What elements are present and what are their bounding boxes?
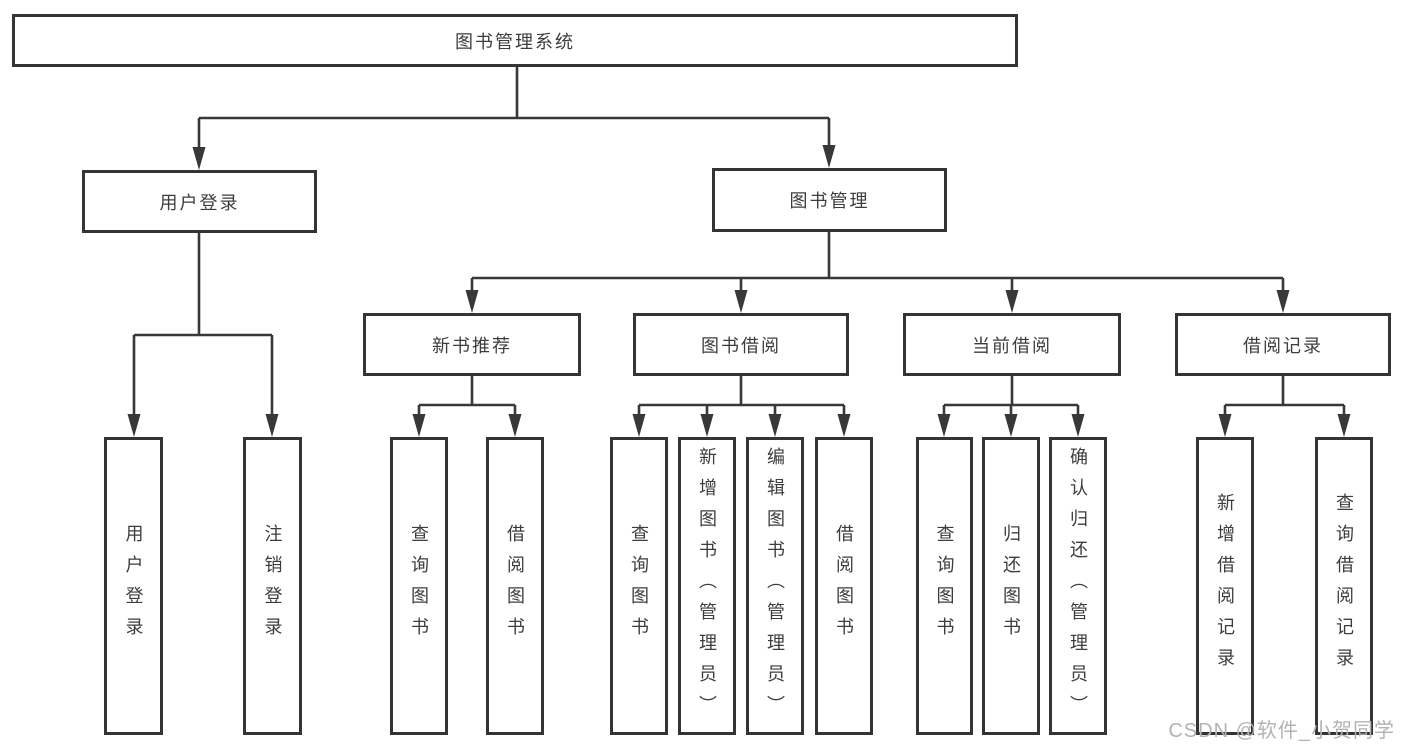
node-label: 借阅记录 <box>1243 335 1323 356</box>
leaf-query-books-recommend: 查询图书 <box>390 437 448 735</box>
leaf-edit-book-admin: 编辑图书（管理员） <box>746 437 804 735</box>
leaf-borrow-books: 借阅图书 <box>815 437 873 735</box>
node-label: 用户登录 <box>159 192 240 213</box>
leaf-label: 确认归还（管理员） <box>1068 446 1088 726</box>
leaf-label: 查询图书 <box>409 524 429 648</box>
leaf-label: 借阅图书 <box>505 524 525 648</box>
node-user-login-group: 用户登录 <box>82 170 317 233</box>
leaf-label: 新增图书（管理员） <box>697 446 717 726</box>
leaf-label: 查询图书 <box>629 524 649 648</box>
node-label: 图书管理 <box>789 191 870 211</box>
node-label: 当前借阅 <box>972 335 1052 356</box>
leaf-label: 编辑图书（管理员） <box>765 446 785 726</box>
connector-new-book-children <box>412 376 522 437</box>
node-book-borrow: 图书借阅 <box>633 313 849 376</box>
leaf-confirm-return-admin: 确认归还（管理员） <box>1049 437 1107 735</box>
node-current-borrow: 当前借阅 <box>903 313 1121 376</box>
leaf-add-book-admin: 新增图书（管理员） <box>678 437 736 735</box>
connector-current-borrow-children <box>937 376 1085 437</box>
leaf-return-book: 归还图书 <box>982 437 1040 735</box>
connector-book-management-children <box>465 232 1290 313</box>
leaf-label: 归还图书 <box>1001 524 1021 648</box>
node-book-management: 图书管理 <box>712 168 947 232</box>
leaf-label: 查询借阅记录 <box>1334 493 1354 679</box>
node-label: 图书管理系统 <box>455 31 575 52</box>
leaf-query-books-current: 查询图书 <box>916 437 973 735</box>
connector-borrow-records-children <box>1218 376 1351 437</box>
leaf-label: 注销登录 <box>262 524 283 648</box>
connector-root-to-level2 <box>192 67 836 170</box>
leaf-logout: 注销登录 <box>243 437 302 735</box>
node-new-book-recommend: 新书推荐 <box>363 313 581 376</box>
node-label: 图书借阅 <box>701 335 781 356</box>
connector-book-borrow-children <box>632 376 851 437</box>
leaf-label: 借阅图书 <box>834 524 854 648</box>
leaf-user-login: 用户登录 <box>104 437 163 735</box>
node-library-management-system: 图书管理系统 <box>12 14 1018 67</box>
leaf-borrow-books-recommend: 借阅图书 <box>486 437 544 735</box>
leaf-query-borrow-record: 查询借阅记录 <box>1315 437 1373 735</box>
leaf-label: 新增借阅记录 <box>1215 493 1235 679</box>
leaf-add-borrow-record: 新增借阅记录 <box>1196 437 1254 735</box>
connector-user-login-children <box>127 233 279 437</box>
node-label: 新书推荐 <box>432 335 512 356</box>
node-borrow-records: 借阅记录 <box>1175 313 1391 376</box>
leaf-label: 查询图书 <box>934 524 955 648</box>
leaf-query-books-borrow: 查询图书 <box>610 437 668 735</box>
leaf-label: 用户登录 <box>123 524 144 648</box>
